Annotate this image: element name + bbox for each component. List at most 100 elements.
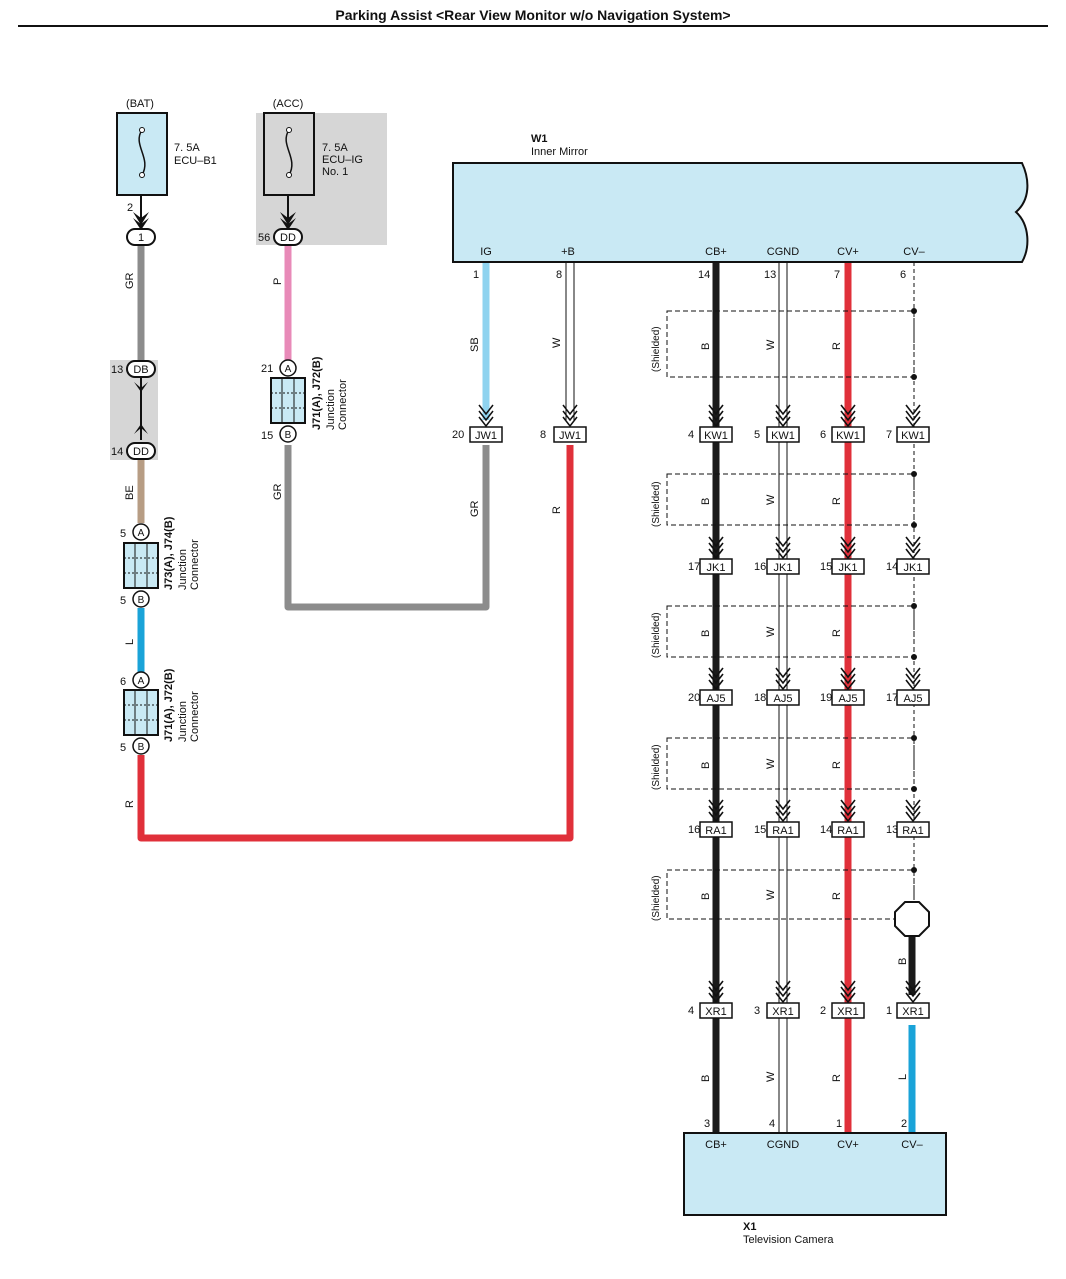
- connector-id: JK1: [707, 562, 726, 574]
- svg-text:(Shielded): (Shielded): [651, 481, 662, 527]
- svg-text:20: 20: [452, 429, 464, 441]
- svg-text:R: R: [831, 497, 843, 505]
- svg-text:JW1: JW1: [475, 430, 497, 442]
- svg-text:B: B: [700, 630, 712, 637]
- svg-text:GR: GR: [272, 483, 284, 500]
- connector-pin: 20: [688, 692, 700, 704]
- fuse-acc-name: ECU–IG: [322, 154, 363, 166]
- connector-pin: 13: [886, 824, 898, 836]
- svg-text:(Shielded): (Shielded): [651, 326, 662, 372]
- svg-text:CV–: CV–: [903, 246, 925, 258]
- acc-wires: [284, 245, 490, 611]
- connector-chevron: [905, 667, 921, 679]
- connector-id: AJ5: [839, 693, 858, 705]
- svg-text:A: A: [138, 528, 145, 539]
- connector-pin: 17: [688, 561, 700, 573]
- svg-text:B: B: [700, 1075, 712, 1082]
- connector-pin: 1: [886, 1005, 892, 1017]
- connector-chevron: [905, 986, 921, 998]
- svg-text:A: A: [285, 364, 292, 375]
- svg-text:8: 8: [540, 429, 546, 441]
- svg-text:Connector: Connector: [337, 379, 349, 430]
- fuse-acc-supply: (ACC): [273, 98, 304, 110]
- svg-text:W: W: [765, 889, 777, 900]
- connector-chevron: [775, 992, 791, 1004]
- connector-id: KW1: [836, 430, 860, 442]
- svg-text:B: B: [700, 893, 712, 900]
- connector-chevron: [708, 799, 724, 811]
- connector-pin: 3: [754, 1005, 760, 1017]
- connector-chevron: [905, 410, 921, 422]
- fuse-acc: (ACC) 7. 5A ECU–IG No. 1: [263, 98, 363, 230]
- connector-chevron: [775, 542, 791, 554]
- svg-text:B: B: [700, 343, 712, 350]
- connector-chevron: [840, 404, 856, 416]
- connector-id: AJ5: [904, 693, 923, 705]
- connector-pin: 14: [820, 824, 832, 836]
- page-title: Parking Assist <Rear View Monitor w/o Na…: [335, 7, 730, 23]
- connector-chevron: [708, 667, 724, 679]
- svg-text:2: 2: [901, 1118, 907, 1130]
- connector-id: KW1: [771, 430, 795, 442]
- connector-box: [699, 1002, 733, 1019]
- svg-text:(Shielded): (Shielded): [651, 744, 662, 790]
- svg-text:R: R: [831, 342, 843, 350]
- connector-chevron: [775, 811, 791, 823]
- connector-chevron: [905, 799, 921, 811]
- svg-text:W: W: [765, 339, 777, 350]
- connector-chevron: [905, 536, 921, 548]
- svg-text:56: 56: [258, 232, 270, 244]
- svg-text:Junction: Junction: [177, 549, 189, 590]
- connector-pin: 18: [754, 692, 766, 704]
- svg-text:SB: SB: [469, 337, 481, 352]
- svg-text:B: B: [138, 742, 145, 753]
- fuse-bat-name: ECU–B1: [174, 155, 217, 167]
- connector-chevron: [840, 542, 856, 554]
- connector-chevron: [708, 542, 724, 554]
- svg-text:B: B: [138, 595, 145, 606]
- svg-text:Junction: Junction: [177, 701, 189, 742]
- svg-text:DD: DD: [280, 232, 296, 244]
- svg-text:R: R: [124, 800, 136, 808]
- junction-j71-left: 6 A 5 B J71(A), J72(B) Junction Connecto…: [120, 668, 201, 755]
- connector-box: [699, 821, 733, 838]
- svg-text:GR: GR: [469, 500, 481, 517]
- connector-pin: 17: [886, 692, 898, 704]
- svg-text:DB: DB: [133, 364, 148, 376]
- svg-text:CV–: CV–: [901, 1139, 923, 1151]
- shield-dots: [911, 308, 917, 873]
- svg-text:B: B: [700, 498, 712, 505]
- svg-text:5: 5: [120, 742, 126, 754]
- fuse-bat-supply: (BAT): [126, 98, 154, 110]
- connector-chevron: [905, 548, 921, 560]
- connector-box: [699, 426, 733, 443]
- svg-text:P: P: [272, 278, 284, 285]
- connector-chevron: [708, 679, 724, 691]
- svg-text:1: 1: [138, 232, 144, 244]
- svg-text:J71(A), J72(B): J71(A), J72(B): [163, 668, 175, 742]
- svg-text:14: 14: [698, 269, 710, 281]
- svg-text:W: W: [765, 494, 777, 505]
- connector-pin: 15: [820, 561, 832, 573]
- svg-text:4: 4: [769, 1118, 775, 1130]
- svg-text:6: 6: [900, 269, 906, 281]
- svg-text:(Shielded): (Shielded): [651, 612, 662, 658]
- connector-id: RA1: [772, 825, 793, 837]
- connector-box: [896, 558, 930, 575]
- connector-chevron: [708, 986, 724, 998]
- svg-text:Connector: Connector: [189, 539, 201, 590]
- connector-id: JK1: [839, 562, 858, 574]
- connector-chevron: [775, 980, 791, 992]
- junction-j71-mid: 21 A 15 B J71(A), J72(B) Junction Connec…: [261, 356, 349, 443]
- connector-chevron: [775, 799, 791, 811]
- mirror-name: Inner Mirror: [531, 146, 588, 158]
- svg-text:21: 21: [261, 363, 273, 375]
- connector-chevron: [708, 416, 724, 428]
- connector-chevron: [905, 542, 921, 554]
- connector-chevron: [708, 548, 724, 560]
- connector-chevron: [905, 811, 921, 823]
- svg-text:R: R: [831, 892, 843, 900]
- connector-chevron: [775, 667, 791, 679]
- svg-text:L: L: [124, 639, 136, 645]
